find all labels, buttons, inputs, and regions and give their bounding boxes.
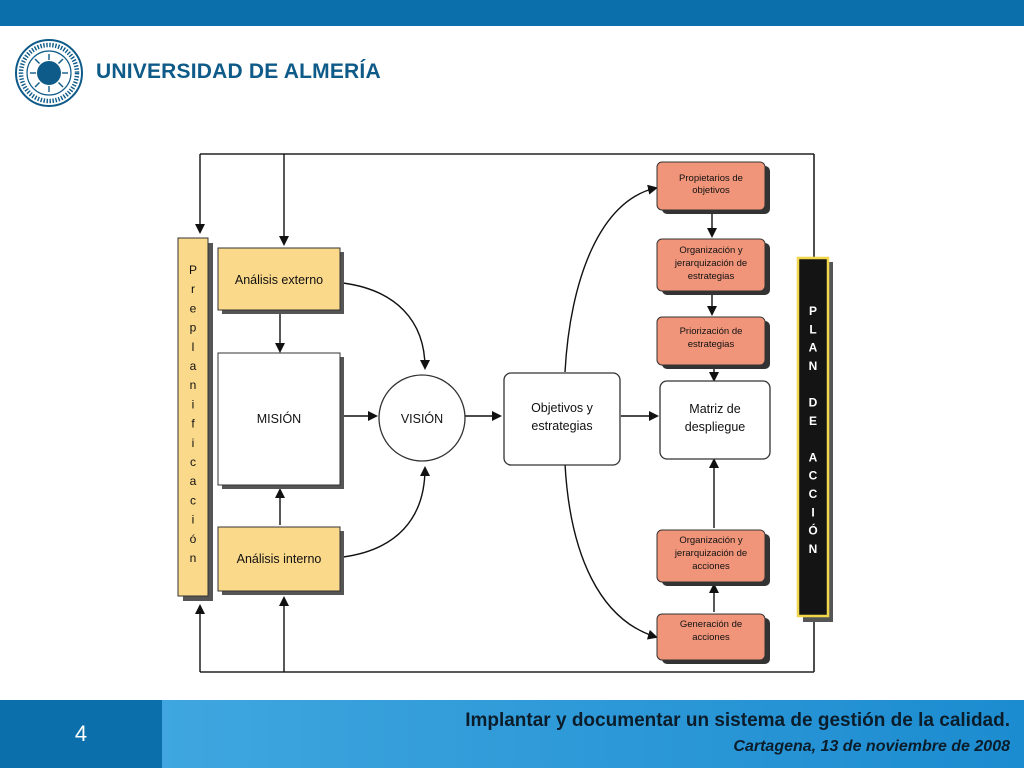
matriz-line-2: despliegue xyxy=(685,420,746,434)
plan-de-accion-letter-11: I xyxy=(811,505,814,519)
presentation-subtitle: Cartagena, 13 de noviembre de 2008 xyxy=(733,738,1010,755)
org-estrategias-line-3: estrategias xyxy=(688,271,735,282)
plan-de-accion-bar xyxy=(796,256,833,622)
preplanificacion-letter-8: f xyxy=(191,417,195,431)
footer: 4 Implantar y documentar un sistema de g… xyxy=(0,700,1024,768)
plan-de-accion-letter-9: C xyxy=(809,469,818,483)
preplanificacion-letter-3: p xyxy=(190,321,197,335)
preplanificacion-letter-14: ó xyxy=(190,532,197,546)
matriz-line-1: Matriz de xyxy=(689,402,740,416)
preplanificacion-letter-9: i xyxy=(192,436,195,450)
priorizacion-line-1: Priorización de xyxy=(680,326,743,337)
outer-frame xyxy=(200,153,815,673)
plan-de-accion-letter-13: N xyxy=(809,542,818,556)
objetivos-line-2: estrategias xyxy=(531,419,592,433)
connectors xyxy=(195,154,719,672)
plan-de-accion-letter-2: A xyxy=(809,341,818,355)
propietarios-line-1: Propietarios de xyxy=(679,173,743,184)
propietarios-box: Propietarios de objetivos xyxy=(656,161,770,214)
generacion-box: Generación de acciones xyxy=(656,613,770,664)
preplanificacion-letter-11: a xyxy=(190,474,197,488)
slide-number: 4 xyxy=(0,700,162,768)
vision-circle: VISIÓN xyxy=(378,374,466,462)
preplanificacion-letter-6: n xyxy=(190,378,197,392)
objetivos-box: Objetivos y estrategias xyxy=(503,372,621,466)
plan-de-accion-letter-0: P xyxy=(809,304,817,318)
preplanificacion-bar xyxy=(177,237,213,601)
plan-de-accion-letter-10: C xyxy=(809,487,818,501)
plan-de-accion-letter-3: N xyxy=(809,359,818,373)
org-acciones-line-3: acciones xyxy=(692,561,730,572)
matriz-box: Matriz de despliegue xyxy=(659,380,771,460)
preplanificacion-letter-10: c xyxy=(190,455,196,469)
analisis-interno-label: Análisis interno xyxy=(237,552,322,566)
preplanificacion-letter-1: r xyxy=(191,282,195,296)
preplanificacion-letter-7: i xyxy=(192,397,195,411)
analisis-externo-box: Análisis externo xyxy=(217,247,344,314)
mision-label: MISIÓN xyxy=(257,411,301,426)
generacion-line-2: acciones xyxy=(692,632,730,643)
preplanificacion-letter-2: e xyxy=(190,301,197,315)
preplanificacion-letter-13: i xyxy=(192,513,195,527)
plan-de-accion-letter-6: E xyxy=(809,414,817,428)
top-bar xyxy=(0,0,1024,26)
generacion-line-1: Generación de xyxy=(680,619,742,630)
preplanificacion-letter-12: c xyxy=(190,493,196,507)
analisis-externo-label: Análisis externo xyxy=(235,273,323,287)
footer-band: Implantar y documentar un sistema de ges… xyxy=(162,700,1024,768)
mision-box: MISIÓN xyxy=(217,352,344,489)
preplanificacion-letter-15: n xyxy=(190,551,197,565)
objetivos-line-1: Objetivos y xyxy=(531,401,594,415)
org-estrategias-line-2: jerarquización de xyxy=(674,258,747,269)
analisis-interno-box: Análisis interno xyxy=(217,526,344,595)
plan-de-accion-letter-8: A xyxy=(809,450,818,464)
priorizacion-box: Priorización de estrategias xyxy=(656,316,770,369)
org-acciones-box: Organización y jerarquización de accione… xyxy=(656,529,770,586)
priorizacion-line-2: estrategias xyxy=(688,339,735,350)
propietarios-line-2: objetivos xyxy=(692,185,730,196)
university-seal-icon xyxy=(15,39,83,107)
preplanificacion-letter-0: P xyxy=(189,263,197,277)
preplanificacion-letter-4: l xyxy=(192,340,195,354)
plan-de-accion-letter-5: D xyxy=(809,396,818,410)
university-name: UNIVERSIDAD DE ALMERÍA xyxy=(96,60,381,83)
presentation-title: Implantar y documentar un sistema de ges… xyxy=(465,710,1010,731)
org-estrategias-line-1: Organización y xyxy=(679,245,743,256)
preplanificacion-letter-5: a xyxy=(190,359,197,373)
plan-de-accion-letter-1: L xyxy=(809,322,816,336)
vision-label: VISIÓN xyxy=(401,411,443,426)
org-acciones-line-1: Organización y xyxy=(679,535,743,546)
plan-de-accion-letter-12: Ó xyxy=(808,523,817,538)
org-acciones-line-2: jerarquización de xyxy=(674,548,747,559)
org-estrategias-box: Organización y jerarquización de estrate… xyxy=(656,238,770,295)
